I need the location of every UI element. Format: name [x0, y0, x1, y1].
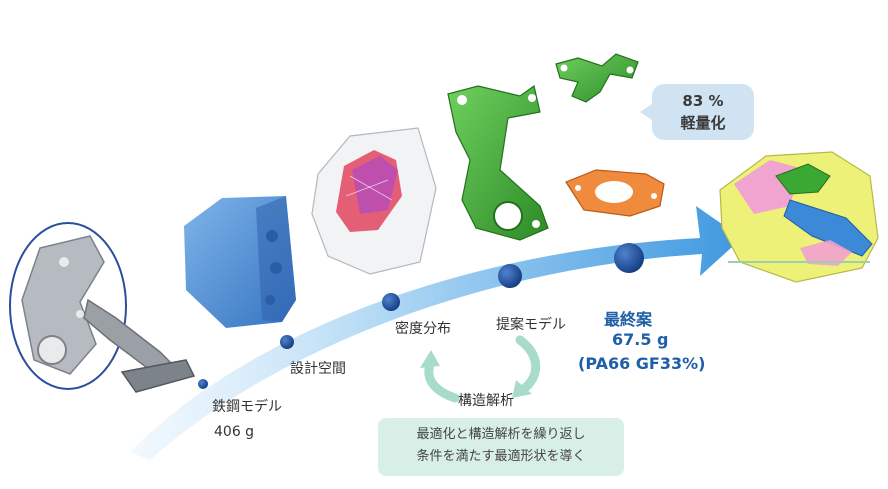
reduction-percent: 83 % — [682, 92, 724, 110]
proposal-model-label: 提案モデル — [496, 317, 566, 333]
stage-dot-steel — [198, 379, 208, 389]
note-line-1: 最適化と構造解析を繰り返し — [416, 427, 586, 442]
note-line-2: 条件を満たす最適形状を導く — [416, 449, 586, 464]
final-bracket-image — [555, 53, 639, 103]
structural-analysis-label: 構造解析 — [458, 393, 514, 409]
weight-reduction-callout: 83 % 軽量化 — [640, 84, 754, 140]
reduction-label: 軽量化 — [680, 114, 726, 132]
design-space-image — [184, 196, 296, 328]
density-distribution-label: 密度分布 — [395, 321, 451, 337]
steel-model-label: 鉄鋼モデル — [212, 399, 282, 415]
stage-dot-proposal — [498, 264, 522, 288]
loop-arrowhead-left-icon — [420, 350, 440, 368]
stage-dot-final — [614, 243, 644, 273]
stage-dot-density — [382, 293, 400, 311]
final-material: (PA66 GF33%) — [578, 354, 706, 373]
loop-arrow-right-icon — [515, 335, 541, 393]
design-space-label: 設計空間 — [290, 361, 346, 377]
loop-arrow-left-icon — [424, 359, 460, 403]
optimization-note: 最適化と構造解析を繰り返し 条件を満たす最適形状を導く — [378, 418, 624, 476]
final-title: 最終案 — [604, 310, 653, 329]
steel-model-image — [9, 222, 196, 393]
final-weight: 67.5 g — [612, 330, 669, 349]
density-distribution-image — [311, 127, 437, 275]
loop-arrowhead-right-icon — [512, 380, 532, 398]
proposal-model-image — [447, 84, 549, 241]
orange-plate-image — [565, 169, 665, 217]
final-assembly-image — [719, 151, 879, 283]
stage-dot-design-space — [280, 335, 294, 349]
steel-model-weight: 406 g — [214, 424, 255, 440]
